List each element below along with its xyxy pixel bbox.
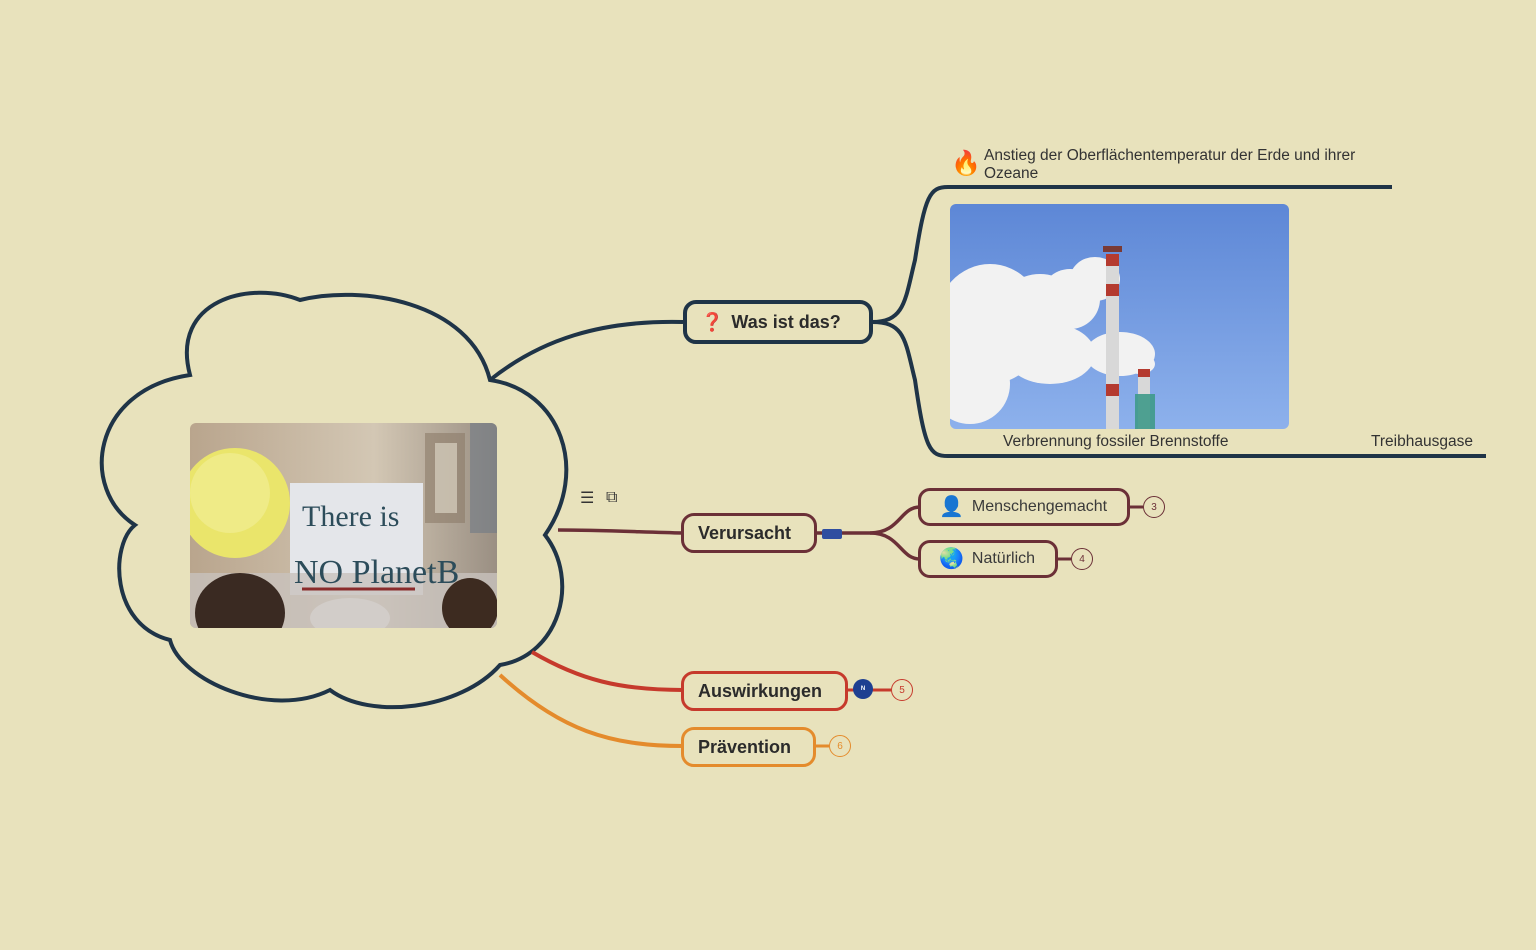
subtopic-verbrennung[interactable]: Verbrennung fossiler Brennstoffe <box>1003 433 1229 450</box>
topic-label: Verursacht <box>698 522 792 543</box>
subtopic-treibhausgase[interactable]: Treibhausgase <box>1371 433 1473 450</box>
topic-label: Was ist das? <box>731 311 841 332</box>
topic-verursacht[interactable]: Verursacht <box>681 513 817 553</box>
child-count-badge[interactable]: 4 <box>1071 548 1093 570</box>
smokestack-photo-icon <box>950 204 1289 429</box>
link-was-children-bottom <box>871 320 1486 458</box>
nasa-logo-icon: N <box>853 679 873 699</box>
subtopic-label: Natürlich <box>971 550 1036 567</box>
subtopic-label: Menschengemacht <box>971 498 1108 515</box>
subtopic-natuerlich[interactable]: 🌏 Natürlich <box>918 540 1058 578</box>
link-was-ist-das <box>488 319 684 382</box>
link-auswirkungen <box>530 650 684 692</box>
central-topic-image[interactable]: There is NO PlanetB <box>190 423 497 628</box>
child-count-badge[interactable]: 5 <box>891 679 913 701</box>
link-verursacht-natuerlich <box>869 531 921 561</box>
child-count-badge[interactable]: 3 <box>1143 496 1165 518</box>
person-icon: 👤 <box>939 496 964 518</box>
topic-auswirkungen[interactable]: Auswirkungen <box>681 671 848 711</box>
link-verursacht <box>557 528 684 535</box>
topic-label: Auswirkungen <box>698 680 823 701</box>
subtopic-anstieg[interactable]: Anstieg der Oberflächentemperatur der Er… <box>984 147 1356 182</box>
topic-praevention[interactable]: Prävention <box>681 727 816 767</box>
topic-label: Prävention <box>698 736 792 757</box>
sign-text-line2: NO PlanetB <box>294 554 459 591</box>
flag-eu-icon <box>822 529 842 539</box>
protest-photo-icon: There is NO PlanetB <box>190 423 497 628</box>
menu-icon[interactable]: ☰ <box>580 490 595 507</box>
fire-icon: 🔥 <box>951 150 981 177</box>
link-praevention <box>498 673 684 748</box>
subtopic-menschengemacht[interactable]: 👤 Menschengemacht <box>918 488 1130 526</box>
topic-was-ist-das[interactable]: ❓ Was ist das? <box>683 300 873 344</box>
smokestack-image[interactable] <box>950 204 1289 429</box>
globe-icon: 🌏 <box>939 548 964 570</box>
open-external-icon[interactable]: ⧉ <box>606 489 618 506</box>
sign-text-line1: There is <box>302 500 399 533</box>
child-count-badge[interactable]: 6 <box>829 735 851 757</box>
question-icon: ❓ <box>701 312 724 332</box>
link-was-children-top <box>871 185 1392 324</box>
